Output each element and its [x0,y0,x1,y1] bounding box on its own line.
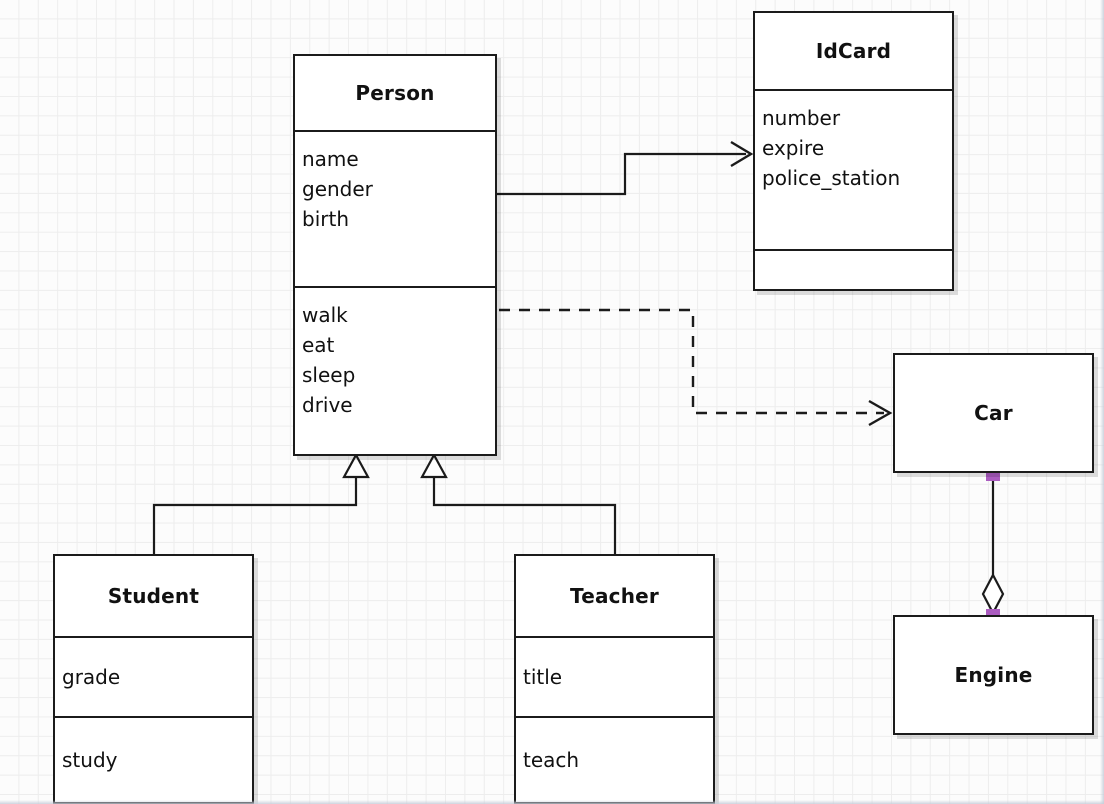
class-title-idcard: IdCard [755,13,952,89]
method-item: drive [302,393,353,417]
dependency-person-car-line [499,308,884,415]
class-box-car[interactable]: Car [893,353,1094,473]
attribute-item: expire [762,136,825,160]
attribute-item: number [762,106,841,130]
canvas-edge-right [1100,0,1104,804]
class-name-person: Person [355,81,435,105]
method-item: walk [302,303,348,327]
method-item: sleep [302,363,356,387]
class-name-student: Student [107,584,200,608]
class-methods-student: study [55,716,252,802]
class-methods-person: walk eat sleep drive [295,286,495,454]
generalization-teacher-person-triangle [420,452,448,479]
class-methods-idcard [755,249,952,289]
class-box-teacher[interactable]: Teacher title teach [514,554,715,804]
generalization-student-person-triangle [342,452,370,479]
dependency-person-car[interactable] [499,308,893,427]
class-name-teacher: Teacher [570,584,659,608]
class-box-engine[interactable]: Engine [893,615,1094,735]
attribute-item: name [302,147,359,171]
attribute-item: gender [302,177,373,201]
class-title-teacher: Teacher [516,556,713,636]
class-title-engine: Engine [895,617,1092,733]
class-attributes-teacher: title [516,636,713,716]
aggregation-car-engine[interactable] [981,467,1005,623]
generalization-teacher-person-line [432,475,617,554]
attribute-item: title [523,665,563,689]
class-title-car: Car [895,355,1092,471]
generalization-student-person-line [152,475,358,554]
class-name-engine: Engine [954,663,1033,687]
method-item: eat [302,333,335,357]
association-person-idcard[interactable] [497,140,754,196]
class-name-idcard: IdCard [815,39,892,63]
class-box-idcard[interactable]: IdCard number expire police_station [753,11,954,291]
class-title-person: Person [295,56,495,130]
association-person-idcard-line [497,152,746,196]
method-item: study [62,748,118,772]
generalization-teacher-person[interactable] [420,452,617,554]
generalization-student-person[interactable] [152,452,370,554]
class-box-student[interactable]: Student grade study [53,554,254,804]
class-title-student: Student [55,556,252,636]
attribute-item: police_station [762,166,901,190]
class-box-person[interactable]: Person name gender birth walk eat sleep … [293,54,497,456]
class-attributes-student: grade [55,636,252,716]
class-methods-teacher: teach [516,716,713,802]
attribute-item: birth [302,207,349,231]
class-attributes-idcard: number expire police_station [755,89,952,249]
class-attributes-person: name gender birth [295,130,495,286]
attribute-item: grade [62,665,121,689]
aggregation-car-engine-diamond [981,572,1005,616]
association-person-idcard-arrowhead [730,140,754,168]
dependency-person-car-arrowhead [868,399,893,427]
class-name-car: Car [974,401,1013,425]
method-item: teach [523,748,580,772]
